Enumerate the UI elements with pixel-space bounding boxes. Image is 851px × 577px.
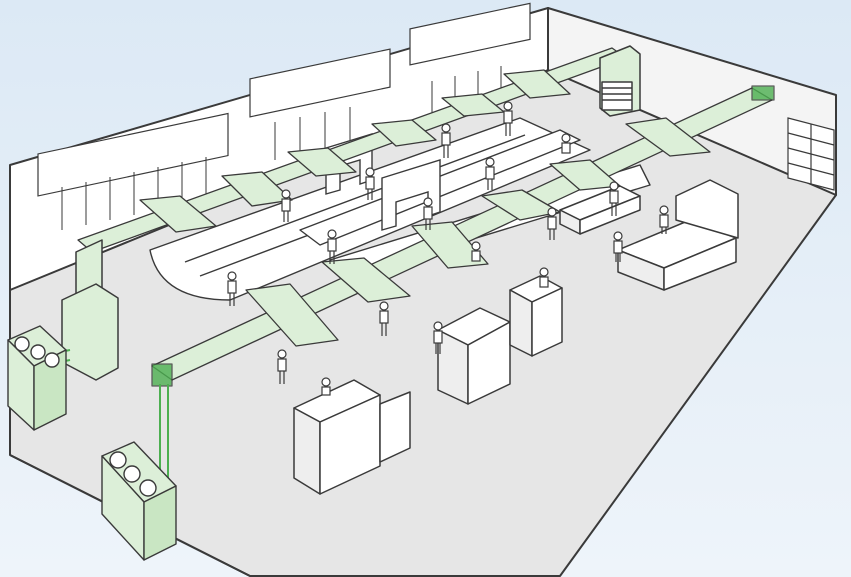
person-icon: [561, 133, 571, 154]
person-icon: [227, 271, 237, 306]
person-icon: [441, 123, 451, 158]
person-icon: [539, 267, 549, 288]
branch-duct: [321, 257, 411, 303]
person-icon: [281, 189, 291, 222]
box-front-left: [293, 379, 411, 495]
window-strip-2: [249, 48, 391, 118]
box-center: [437, 307, 511, 405]
person-icon: [547, 207, 557, 240]
person-icon: [277, 349, 287, 384]
branch-duct: [549, 159, 621, 191]
person-icon: [423, 197, 433, 230]
branch-duct: [371, 119, 437, 147]
branch-duct: [503, 69, 571, 99]
branch-duct: [245, 283, 339, 347]
person-icon: [327, 229, 337, 264]
workers: [227, 101, 669, 396]
workbench-mid: [559, 185, 641, 235]
window-strip-1: [37, 112, 229, 197]
branch-duct: [221, 171, 293, 207]
box-tall: [509, 275, 563, 357]
person-icon: [379, 301, 389, 336]
condenser-unit-icon: [101, 441, 177, 561]
person-icon: [365, 167, 375, 200]
person-icon: [471, 241, 481, 262]
windows-row: [37, 2, 531, 197]
branch-duct: [481, 189, 561, 221]
person-icon: [659, 205, 669, 234]
person-icon: [321, 377, 331, 396]
branch-duct: [287, 147, 357, 177]
window-strip-3: [409, 2, 531, 66]
person-icon: [609, 181, 619, 216]
equipment-boxes: [293, 179, 739, 495]
duct-end-cap: [151, 363, 173, 387]
condenser-unit-icon: [7, 325, 67, 431]
branch-duct: [625, 117, 711, 157]
air-handler-icon: [599, 45, 641, 117]
duct-end-cap: [751, 85, 775, 101]
gate-2: [381, 159, 441, 231]
shelving-unit: [787, 117, 835, 191]
box-right: [617, 179, 739, 291]
person-icon: [613, 231, 623, 262]
air-ducts: [77, 47, 775, 387]
outdoor-units: [7, 325, 177, 561]
person-icon: [433, 321, 443, 354]
branch-duct: [139, 195, 217, 233]
branch-duct: [411, 221, 489, 269]
person-icon: [485, 157, 495, 190]
person-icon: [503, 101, 513, 136]
